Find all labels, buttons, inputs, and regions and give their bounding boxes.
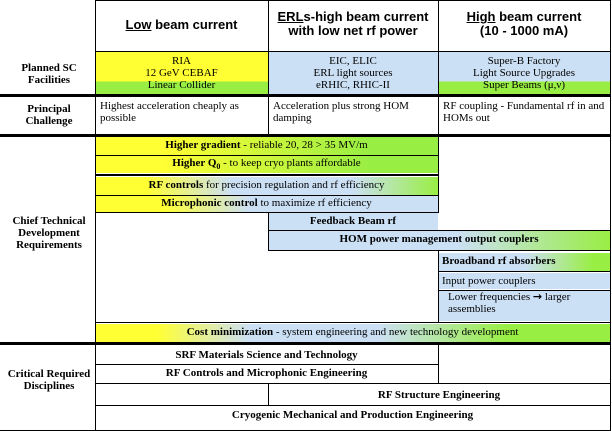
req-microphonic: Microphonic control to maximize rf effic… [95, 195, 438, 213]
req-gradient-bold: Higher gradient [165, 139, 241, 151]
grid-line [268, 383, 269, 405]
req-rfcontrols-bold: RF controls [148, 179, 204, 191]
req-input-text: Input power couplers [442, 275, 536, 287]
req-cost-rest: - system engineering and new technology … [273, 326, 519, 338]
grid-line [95, 212, 438, 213]
row-label-facilities: Planned SC Facilities [21, 62, 77, 86]
row-label-chief: Chief Technical Development Requirements [12, 215, 86, 251]
column-header-erl-line2: with low net rf power [288, 23, 418, 38]
grid-line [95, 0, 611, 1]
grid-line [0, 94, 611, 97]
grid-line [95, 322, 611, 323]
challenge-low: Highest acceleration cheaply as possible [100, 100, 239, 124]
row-label-challenge: Principal Challenge [25, 103, 73, 127]
req-absorbers-bold: Broadband rf absorbers [442, 255, 556, 267]
grid-line [438, 0, 439, 136]
grid-line [0, 134, 611, 137]
grid-line [95, 155, 438, 156]
req-q0-sub: 0 [216, 162, 221, 172]
req-microphonic-rest: to maximize rf efficiency [257, 197, 372, 209]
req-gradient: Higher gradient - reliable 20, 28 > 35 M… [95, 137, 438, 155]
req-q0-rest: - to keep cryo plants affordable [220, 157, 361, 169]
grid-line [438, 290, 611, 291]
grid-line [610, 0, 611, 431]
req-hom-bold: HOM power management output couplers [339, 233, 539, 245]
req-microphonic-bold: Microphonic control [161, 197, 258, 209]
facilities-low: RIA 12 GeV CEBAF Linear Collider [95, 52, 268, 94]
grid-line [95, 195, 438, 196]
column-header-erl-rest: s-high beam current [303, 9, 429, 24]
column-header-low: Low beam current [95, 18, 268, 32]
req-feedback: Feedback Beam rf [268, 213, 438, 231]
column-header-high-line2: (10 - 1000 mA) [479, 23, 569, 38]
req-cost-bold: Cost minimization [186, 326, 274, 338]
facilities-high: Super-B Factory Light Source Upgrades Su… [438, 52, 610, 94]
facility-item: Super Beams (μ,ν) [482, 79, 566, 91]
facility-item: Linear Collider [147, 79, 216, 91]
req-rfcontrols: RF controls for precision regulation and… [95, 177, 438, 195]
req-input: Input power couplers [438, 273, 610, 289]
grid-line [95, 0, 96, 344]
req-feedback-bold: Feedback Beam rf [309, 215, 397, 227]
req-lowerfreq-text2: larger assemblies [448, 291, 571, 315]
grid-line [95, 345, 96, 431]
discipline-item: Cryogenic Mechanical and Production Engi… [231, 409, 474, 421]
grid-line [95, 383, 611, 384]
grid-line [438, 345, 439, 383]
grid-line [268, 250, 611, 251]
row-label-critical: Critical Required Disciplines [7, 368, 91, 392]
req-lowerfreq: Lower frequencies → larger assemblies [438, 291, 610, 321]
grid-line [268, 0, 269, 136]
challenge-erl: Acceleration plus strong HOM damping [273, 100, 409, 124]
grid-line [95, 174, 438, 176]
arrow-right-icon: → [532, 290, 543, 303]
grid-line [438, 250, 439, 322]
facility-item: Light Source Upgrades [472, 67, 576, 79]
req-lowerfreq-text1: Lower frequencies [448, 291, 533, 303]
grid-line [95, 51, 611, 52]
discipline-item: RF Structure Engineering [377, 389, 501, 401]
req-q0: Higher Q0 - to keep cryo plants affordab… [95, 155, 438, 173]
facility-item: EIC, ELIC [329, 55, 377, 67]
column-header-high-rest: beam current [495, 9, 582, 24]
column-header-erl: ERLs-high beam current with low net rf p… [268, 10, 438, 38]
req-q0-bold: Higher Q [172, 157, 217, 169]
column-header-erl-key: ERL [277, 9, 304, 24]
grid-line [268, 212, 269, 250]
facility-item: Super-B Factory [487, 55, 561, 67]
facility-item: 12 GeV CEBAF [145, 67, 218, 79]
req-absorbers: Broadband rf absorbers [438, 253, 610, 271]
column-header-low-key: Low [125, 17, 152, 32]
req-cost: Cost minimization - system engineering a… [95, 324, 610, 342]
column-header-high-key: High [466, 9, 496, 24]
grid-line [0, 342, 611, 345]
grid-line [438, 137, 439, 213]
facility-item: ERL light sources [313, 67, 393, 79]
facilities-erl: EIC, ELIC ERL light sources eRHIC, RHIC-… [268, 52, 438, 94]
facility-item: eRHIC, RHIC-II [316, 79, 390, 91]
req-gradient-rest: - reliable 20, 28 > 35 MV/m [240, 139, 368, 151]
grid-line [95, 405, 611, 406]
grid-line [268, 230, 611, 231]
req-hom: HOM power management output couplers [268, 231, 610, 250]
req-rfcontrols-rest: for precision regulation and rf efficien… [203, 179, 385, 191]
grid-line [438, 271, 611, 272]
column-header-high: High beam current (10 - 1000 mA) [438, 10, 610, 38]
column-header-low-rest: beam current [151, 17, 238, 32]
grid-line [95, 364, 438, 365]
discipline-item: SRF Materials Science and Technology [175, 349, 358, 361]
challenge-high: RF coupling - Fundamental rf in and HOMs… [443, 100, 605, 124]
facility-item: RIA [172, 55, 191, 67]
discipline-item: RF Controls and Microphonic Engineering [165, 367, 368, 379]
